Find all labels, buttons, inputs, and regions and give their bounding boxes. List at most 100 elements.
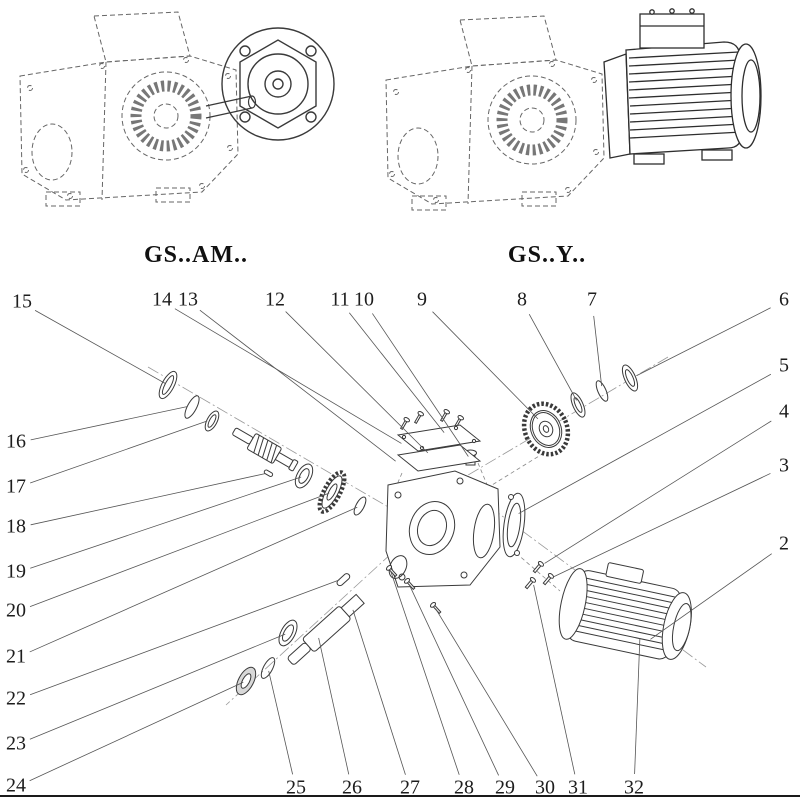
callout-17: 17 [6,476,26,498]
part-bearing-19 [294,463,314,489]
leader-line-17 [30,420,208,484]
part-ring-21 [353,496,367,516]
figure-gs-am: GS..AM.. [6,4,346,269]
callout-26: 26 [342,777,362,797]
stator-tick-ring [130,80,202,152]
leader-line-2 [650,553,772,640]
part-ring-6 [621,364,639,392]
motor [603,8,762,165]
leader-line-23 [29,633,286,740]
leader-line-18 [30,473,266,526]
part-snap-ring-25 [260,657,276,679]
part-lower-screws [385,564,442,615]
output-flange [221,27,335,141]
callout-19: 19 [6,561,26,583]
part-worm-shaft [232,427,299,472]
leader-line-26 [318,637,350,775]
callout-14: 14 [152,289,172,311]
callout-13: 13 [178,289,198,311]
callout-4: 4 [779,401,789,423]
callout-16: 16 [6,431,26,453]
callout-27: 27 [400,777,420,797]
leader-line-21 [29,506,358,653]
part-motor [558,562,692,660]
callout-12: 12 [265,289,285,311]
leader-line-30 [435,608,538,777]
callout-3: 3 [779,455,789,477]
callout-5: 5 [779,355,789,377]
callout-8: 8 [517,289,527,311]
leader-line-16 [30,406,188,441]
part-snap-ring-16 [184,395,200,419]
caption-gs-y: GS..Y.. [507,242,587,268]
leader-line-5 [518,373,772,514]
part-flange-gasket-5 [502,492,526,558]
callout-24: 24 [6,775,26,797]
part-output-shaft [287,593,365,665]
input-shaft [205,95,257,119]
part-ring-17 [204,410,220,432]
leader-line-4 [544,420,772,564]
stator-tick-ring [496,84,568,156]
part-mounting-bolts [524,560,555,590]
callout-21: 21 [6,646,26,668]
part-cover-gasket [396,444,482,472]
gs-y-drawing [385,8,762,211]
leader-line-20 [29,492,330,608]
part-seal-ring-15 [158,370,178,400]
gearbox-dashed-outline [19,11,239,207]
leader-line-27 [352,609,406,775]
leader-line-8 [528,313,577,401]
callout-2: 2 [779,533,789,555]
callout-32: 32 [624,777,644,797]
part-bearing-23 [278,619,298,647]
leader-line-31 [533,584,576,775]
callout-15: 15 [12,291,32,313]
leader-line-3 [553,473,771,578]
leader-line-10 [372,313,469,457]
leader-line-15 [34,309,166,384]
leader-line-28 [390,571,460,775]
callout-22: 22 [6,688,26,710]
leader-line-19 [30,476,302,569]
part-snap-ring-7 [595,380,609,402]
leader-line-25 [268,670,294,775]
callout-25: 25 [286,777,306,797]
exploded-drawing: 1514131211109876543216171819202122232425… [6,289,789,797]
callout-6: 6 [779,289,789,311]
part-gear-9 [521,401,571,457]
callout-28: 28 [454,777,474,797]
leader-line-32 [634,637,641,775]
assembly-guides [395,452,561,592]
figure-gs-y: GS..Y.. [372,4,792,269]
leader-line-11 [348,312,445,433]
leader-line-12 [285,311,429,454]
callout-31: 31 [568,777,588,797]
page-bottom-rule [0,795,800,797]
callout-7: 7 [587,289,597,311]
leader-line-24 [29,681,244,782]
part-ring-8 [570,392,586,418]
part-pin-18 [263,469,274,477]
part-washer-24 [235,666,257,696]
part-key-22 [336,573,351,587]
part-housing [385,470,501,588]
leader-line-29 [408,584,499,776]
callout-18: 18 [6,516,26,538]
callout-9: 9 [417,289,427,311]
gearbox-dashed-outline [385,15,605,211]
callout-11: 11 [330,289,349,311]
leader-line-9 [432,311,539,420]
part-worm-wheel-20 [317,470,347,514]
leader-line-22 [29,579,340,696]
callout-20: 20 [6,600,26,622]
gs-am-drawing [19,11,335,207]
leader-line-6 [636,307,771,377]
callout-10: 10 [354,289,374,311]
leader-lines [29,307,772,782]
caption-gs-am: GS..AM.. [144,242,248,268]
variant-figures-row: GS..AM.. [0,0,800,288]
callout-29: 29 [495,777,515,797]
